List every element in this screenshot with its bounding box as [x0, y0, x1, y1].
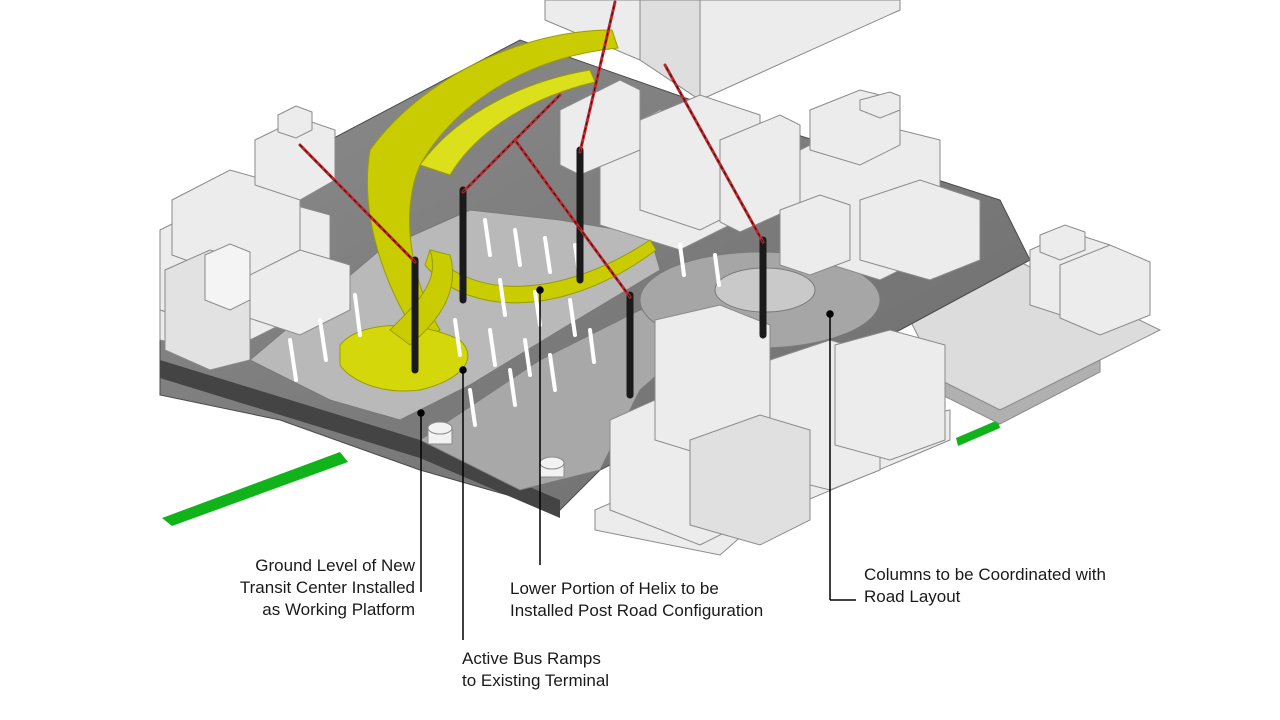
label-ground-level: Ground Level of New Transit Center Insta…: [180, 555, 415, 621]
north-building: [544, 0, 901, 101]
label-helix-line1: Lower Portion of Helix to be: [510, 579, 719, 598]
south-east-buildings: [594, 304, 951, 556]
far-east-buildings: [1029, 224, 1151, 336]
west-buildings: [159, 105, 351, 371]
crane-1: [298, 143, 419, 374]
label-columns: Columns to be Coordinated with Road Layo…: [864, 564, 1106, 608]
green-track-left: [162, 452, 348, 526]
leader-lines: [417, 286, 856, 640]
crane-2: [459, 93, 562, 304]
crane-4: [513, 138, 634, 399]
leader-ground-level: [417, 409, 425, 592]
label-ground-level-line2: Transit Center Installed: [239, 578, 415, 597]
crane-3: [576, 0, 617, 284]
leader-bus-ramps: [459, 366, 467, 640]
leader-helix: [536, 286, 544, 565]
label-columns-line1: Columns to be Coordinated with: [864, 565, 1106, 584]
label-bus-ramps-line1: Active Bus Ramps: [462, 649, 601, 668]
column-posts: [288, 218, 721, 427]
tower-cranes: [298, 0, 767, 399]
label-columns-line2: Road Layout: [864, 587, 961, 606]
site-deck-edge: [160, 360, 560, 518]
label-bus-ramps-line2: to Existing Terminal: [462, 671, 610, 690]
green-track-right-2: [956, 420, 1000, 446]
label-helix-line2: Installed Post Road Configuration: [510, 601, 764, 620]
label-helix: Lower Portion of Helix to be Installed P…: [510, 578, 763, 622]
east-buildings: [779, 89, 981, 281]
crane-5: [663, 63, 767, 339]
leader-columns: [826, 310, 856, 601]
label-ground-level-line3: as Working Platform: [262, 600, 415, 619]
helix-structure: [339, 29, 657, 392]
label-bus-ramps: Active Bus Ramps to Existing Terminal: [462, 648, 609, 692]
storage-tanks: [427, 421, 565, 478]
label-ground-level-line1: Ground Level of New: [255, 556, 415, 575]
